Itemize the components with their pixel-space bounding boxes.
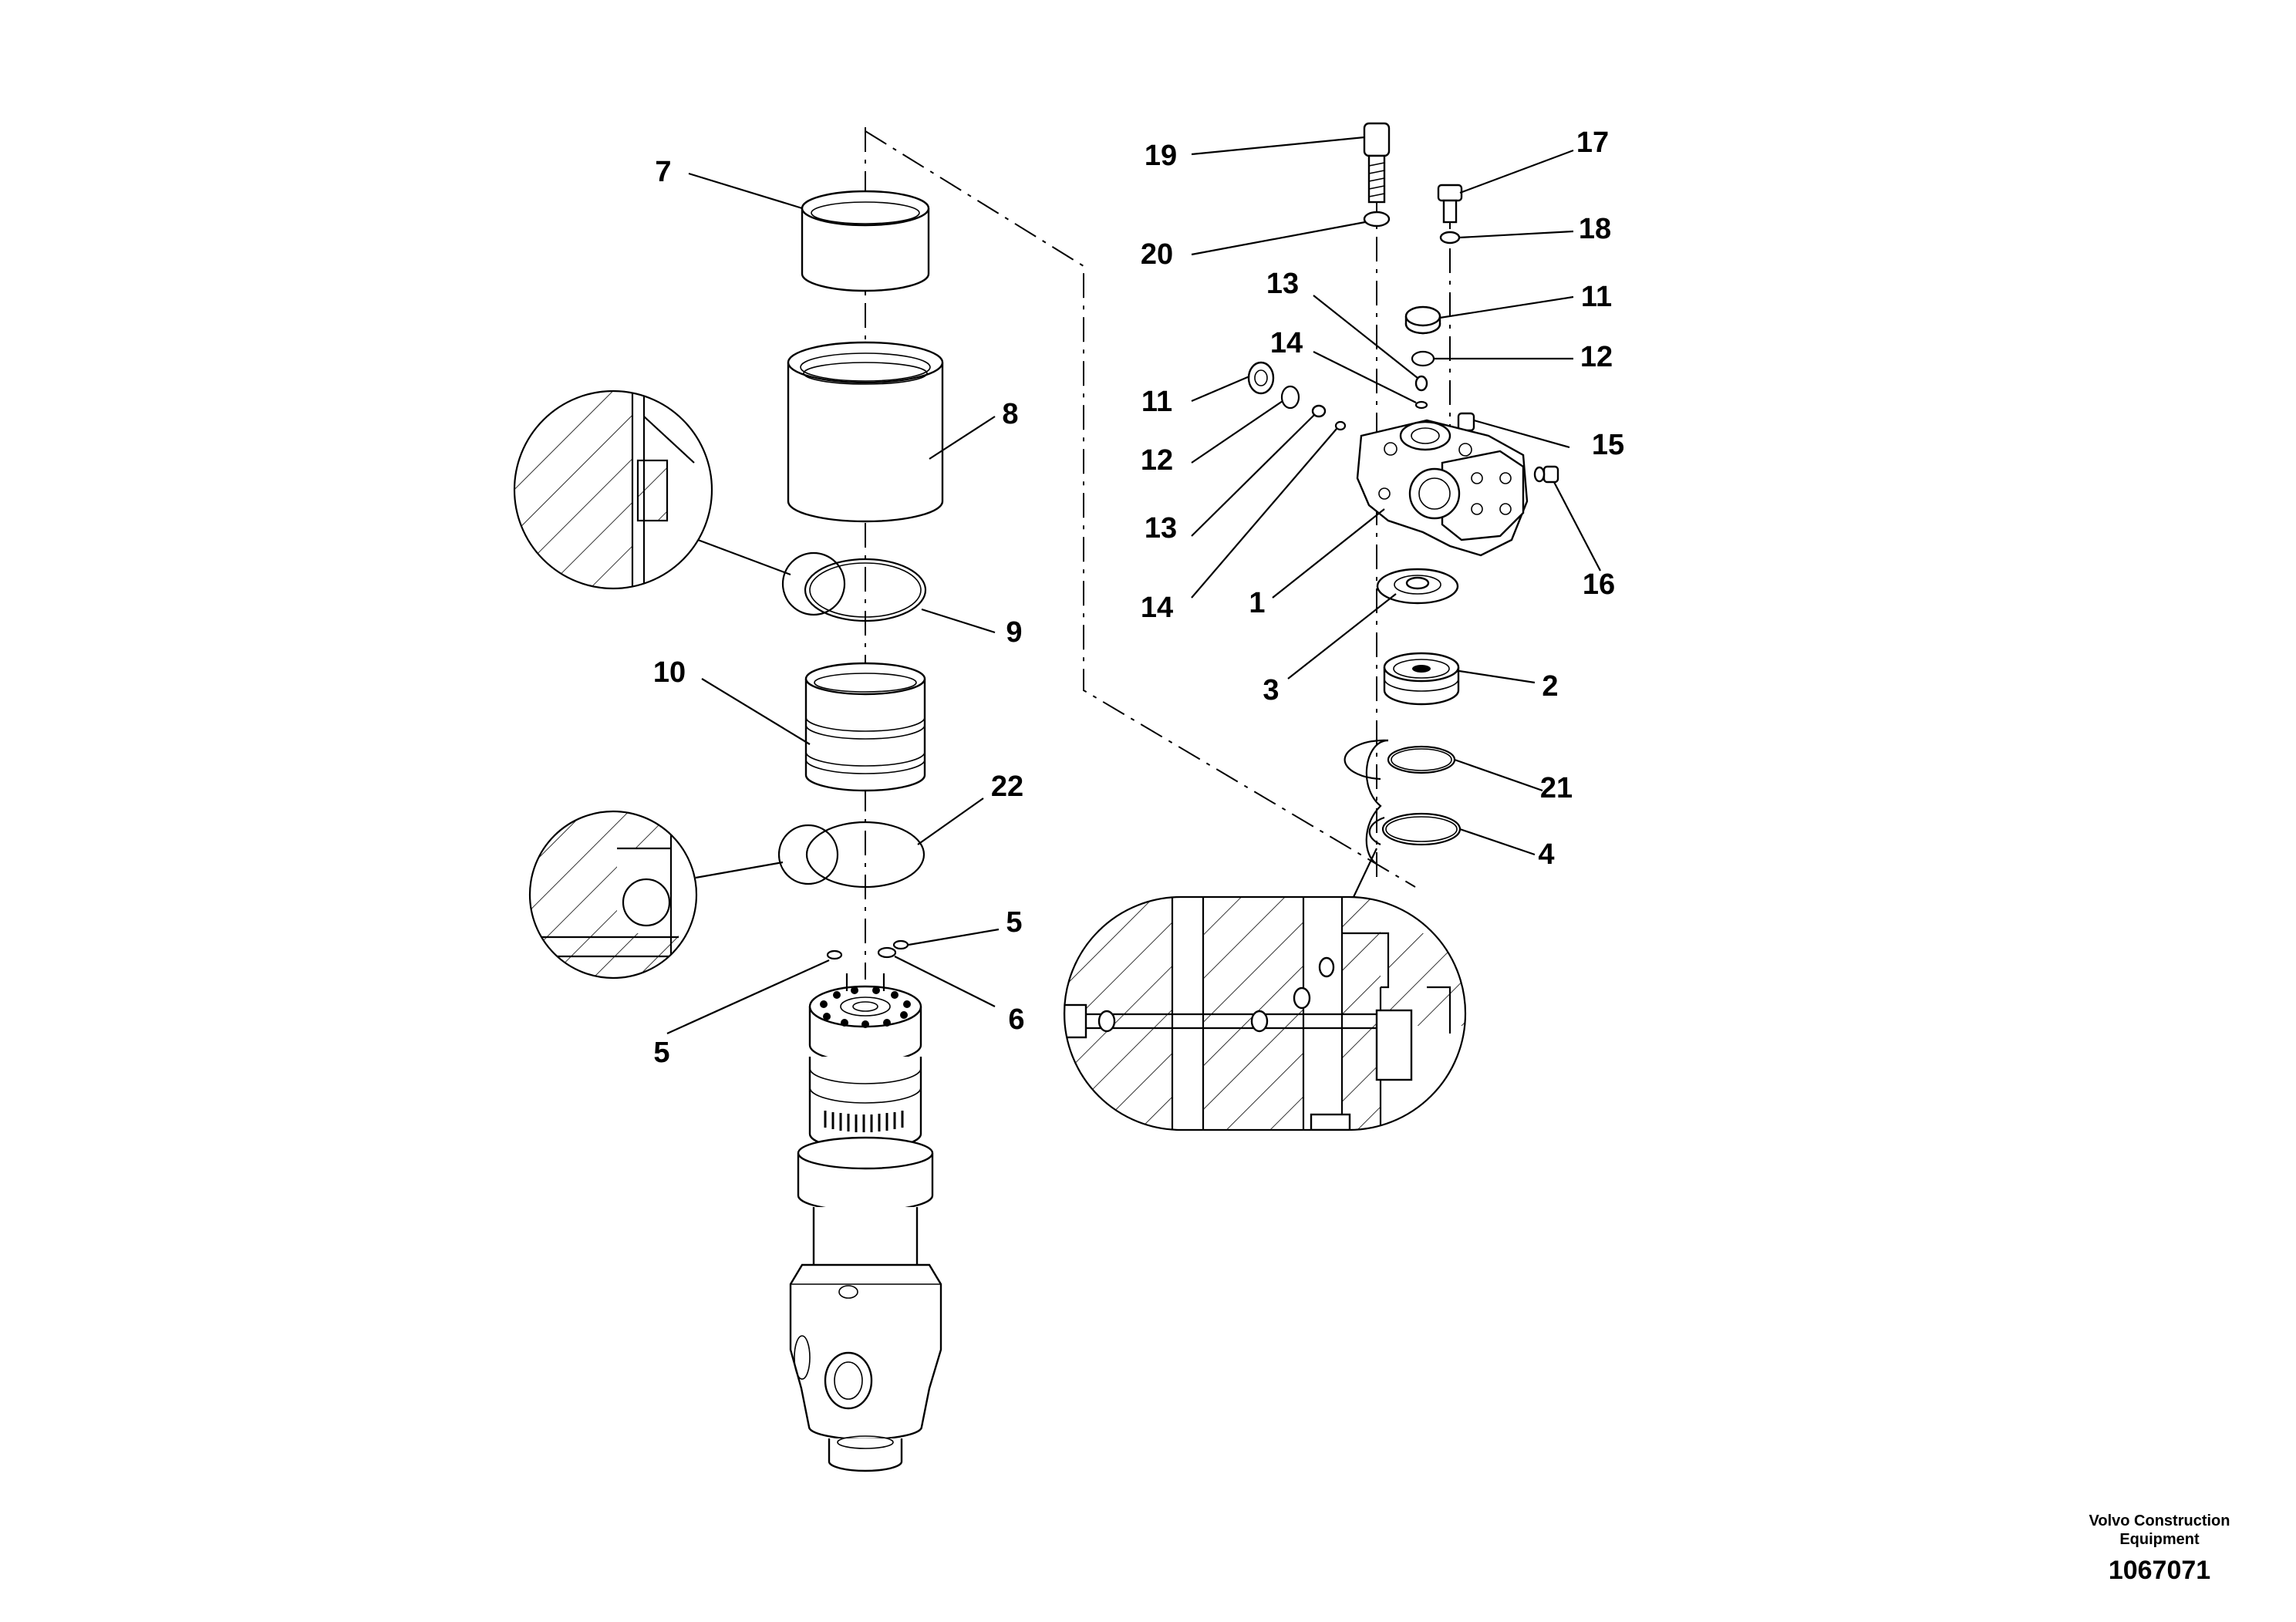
callout-2: 2	[1542, 670, 1558, 703]
part-12-seal-top	[1411, 350, 1435, 367]
callout-11-left: 11	[1141, 386, 1172, 418]
part-20-washer	[1363, 211, 1391, 228]
callout-12-right: 12	[1580, 341, 1613, 373]
callout-13-top: 13	[1266, 268, 1299, 300]
callout-10: 10	[653, 656, 686, 689]
brand-name-line1: Volvo Construction	[2089, 1512, 2230, 1529]
part-11-plug-top	[1404, 305, 1441, 335]
part-18-seal	[1439, 231, 1461, 244]
callout-17: 17	[1576, 126, 1609, 159]
part-13-seal-a	[1414, 375, 1428, 392]
callout-1: 1	[1249, 587, 1265, 619]
callout-22: 22	[991, 771, 1023, 803]
part-16-plug	[1533, 465, 1559, 484]
detail-b-section	[528, 810, 839, 980]
callout-15: 15	[1592, 429, 1624, 461]
part-17-plug	[1437, 184, 1463, 224]
brand-block: Volvo Construction Equipment 1067071	[2021, 1512, 2296, 1587]
callout-14-top: 14	[1270, 327, 1303, 359]
part-19-bolt	[1363, 122, 1391, 204]
part-14-seal-a	[1414, 400, 1428, 410]
callout-4: 4	[1538, 838, 1554, 871]
part-14-seal-b	[1334, 420, 1347, 431]
swivel-body	[789, 973, 942, 1472]
drawing-number: 1067071	[2108, 1556, 2211, 1585]
part-3-plate	[1376, 568, 1459, 605]
detail-c-section	[1063, 895, 1467, 1131]
part-22-ring	[805, 821, 925, 889]
part-5-6-small-seals	[826, 939, 909, 960]
callout-19: 19	[1145, 140, 1177, 172]
callout-6: 6	[1008, 1003, 1024, 1036]
callout-14-left: 14	[1141, 592, 1173, 624]
callout-11-right: 11	[1581, 281, 1612, 313]
part-10-grooved-sleeve	[804, 662, 926, 792]
callout-16: 16	[1583, 568, 1615, 601]
callout-5-left: 5	[653, 1037, 669, 1069]
part-12-seal-side	[1280, 385, 1300, 410]
part-11-plug-side	[1247, 361, 1275, 395]
leader-lines	[666, 136, 1601, 1035]
brand-name-line2: Equipment	[2119, 1531, 2200, 1548]
callout-5-right: 5	[1006, 906, 1022, 939]
part-7-sleeve	[801, 190, 930, 292]
part-4-ring	[1381, 812, 1462, 846]
callout-20: 20	[1141, 238, 1173, 271]
callout-12-left: 12	[1141, 444, 1173, 477]
part-1-cover	[1356, 419, 1529, 557]
part-21-ring	[1387, 745, 1456, 774]
part-15-screw	[1457, 412, 1475, 432]
part-8-bushing	[787, 341, 944, 523]
ring-detail-pointers	[1344, 739, 1389, 898]
callout-18: 18	[1579, 213, 1611, 245]
callout-13-left: 13	[1145, 512, 1177, 545]
part-9-ring	[804, 558, 927, 622]
part-13-seal-b	[1311, 404, 1327, 418]
callout-3: 3	[1263, 674, 1279, 706]
callout-labels: 7 8 9 10 22 5 5 6 19 20 17 18 13 14 11 1…	[653, 126, 1624, 1069]
callout-9: 9	[1006, 616, 1022, 649]
callout-7: 7	[655, 156, 671, 188]
part-2-piston	[1383, 652, 1460, 706]
callout-8: 8	[1002, 398, 1018, 430]
callout-21: 21	[1540, 772, 1573, 804]
